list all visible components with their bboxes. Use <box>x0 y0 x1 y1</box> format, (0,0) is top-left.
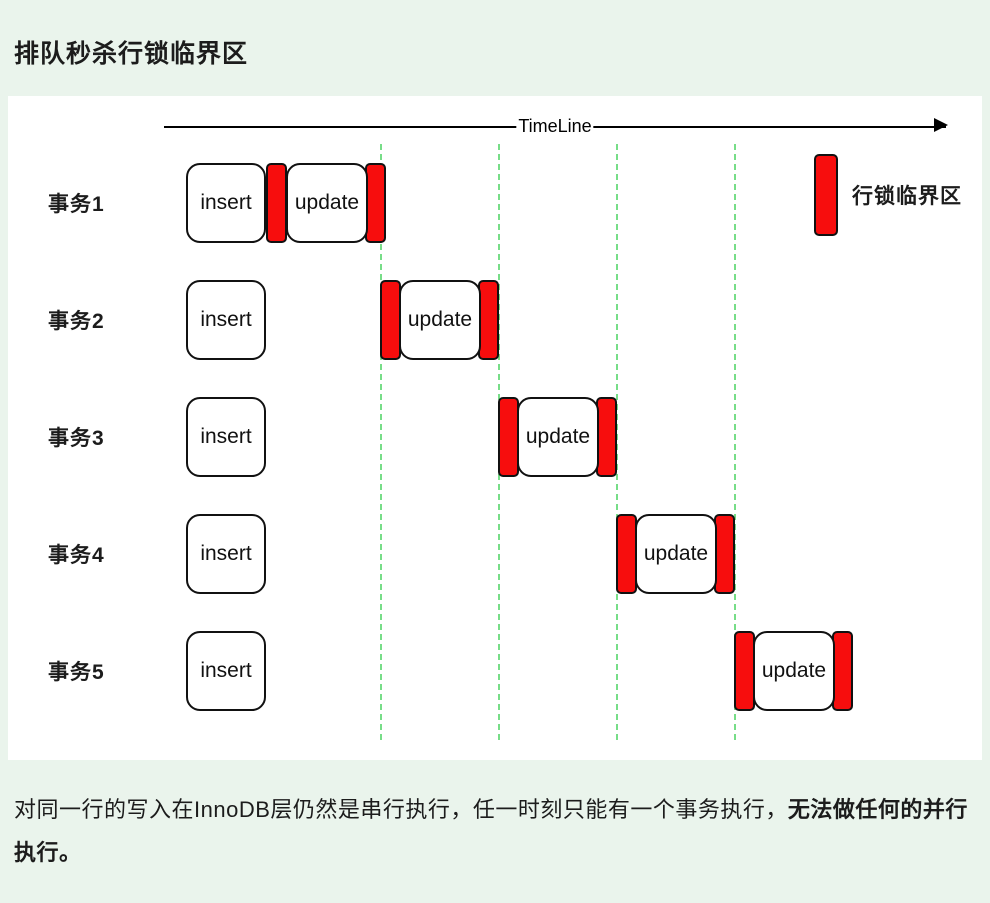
row-lock-critical-section <box>832 630 853 711</box>
transaction-row: 事务3 insert update <box>8 378 982 495</box>
caption-bold-text: 无法做任何的并行执行。 <box>14 797 968 865</box>
timeline-label: TimeLine <box>516 114 594 138</box>
operation-box: update <box>399 279 481 360</box>
operation-box: insert <box>186 162 266 243</box>
operation-box: update <box>286 162 368 243</box>
operation-box: insert <box>186 630 266 711</box>
gridline-4 <box>734 144 736 740</box>
operation-box: update <box>517 396 599 477</box>
transaction-label: 事务5 <box>48 660 105 684</box>
row-lock-critical-section <box>498 396 519 477</box>
gridline-1 <box>380 144 382 740</box>
caption: 对同一行的写入在InnoDB层仍然是串行执行，任一时刻只能有一个事务执行，无法做… <box>14 788 972 874</box>
transaction-label: 事务1 <box>48 192 105 216</box>
timeline-axis: TimeLine <box>164 114 948 140</box>
row-lock-critical-section <box>266 162 287 243</box>
row-lock-critical-section <box>616 513 637 594</box>
transaction-row: 事务5 insert update <box>8 612 982 729</box>
lock-critical-section-swatch-icon <box>814 154 838 236</box>
transaction-label: 事务4 <box>48 543 105 567</box>
row-lock-critical-section <box>714 513 735 594</box>
row-lock-critical-section <box>478 279 499 360</box>
row-lock-critical-section <box>380 279 401 360</box>
operation-box: insert <box>186 396 266 477</box>
operation-box: insert <box>186 279 266 360</box>
gridline-3 <box>616 144 618 740</box>
timeline-arrow-icon <box>934 118 948 132</box>
row-lock-critical-section <box>734 630 755 711</box>
page-title: 排队秒杀行锁临界区 <box>14 39 249 68</box>
operation-box: update <box>753 630 835 711</box>
legend-label: 行锁临界区 <box>852 185 962 208</box>
caption-normal-text: 对同一行的写入在InnoDB层仍然是串行执行，任一时刻只能有一个事务执行， <box>14 797 788 822</box>
transaction-row: 事务2 insert update <box>8 261 982 378</box>
operation-box: update <box>635 513 717 594</box>
transaction-label: 事务3 <box>48 426 105 450</box>
row-lock-critical-section <box>596 396 617 477</box>
legend: 行锁临界区 <box>814 152 962 238</box>
transaction-label: 事务2 <box>48 309 105 333</box>
row-lock-critical-section <box>365 162 386 243</box>
operation-box: insert <box>186 513 266 594</box>
transaction-row: 事务4 insert update <box>8 495 982 612</box>
